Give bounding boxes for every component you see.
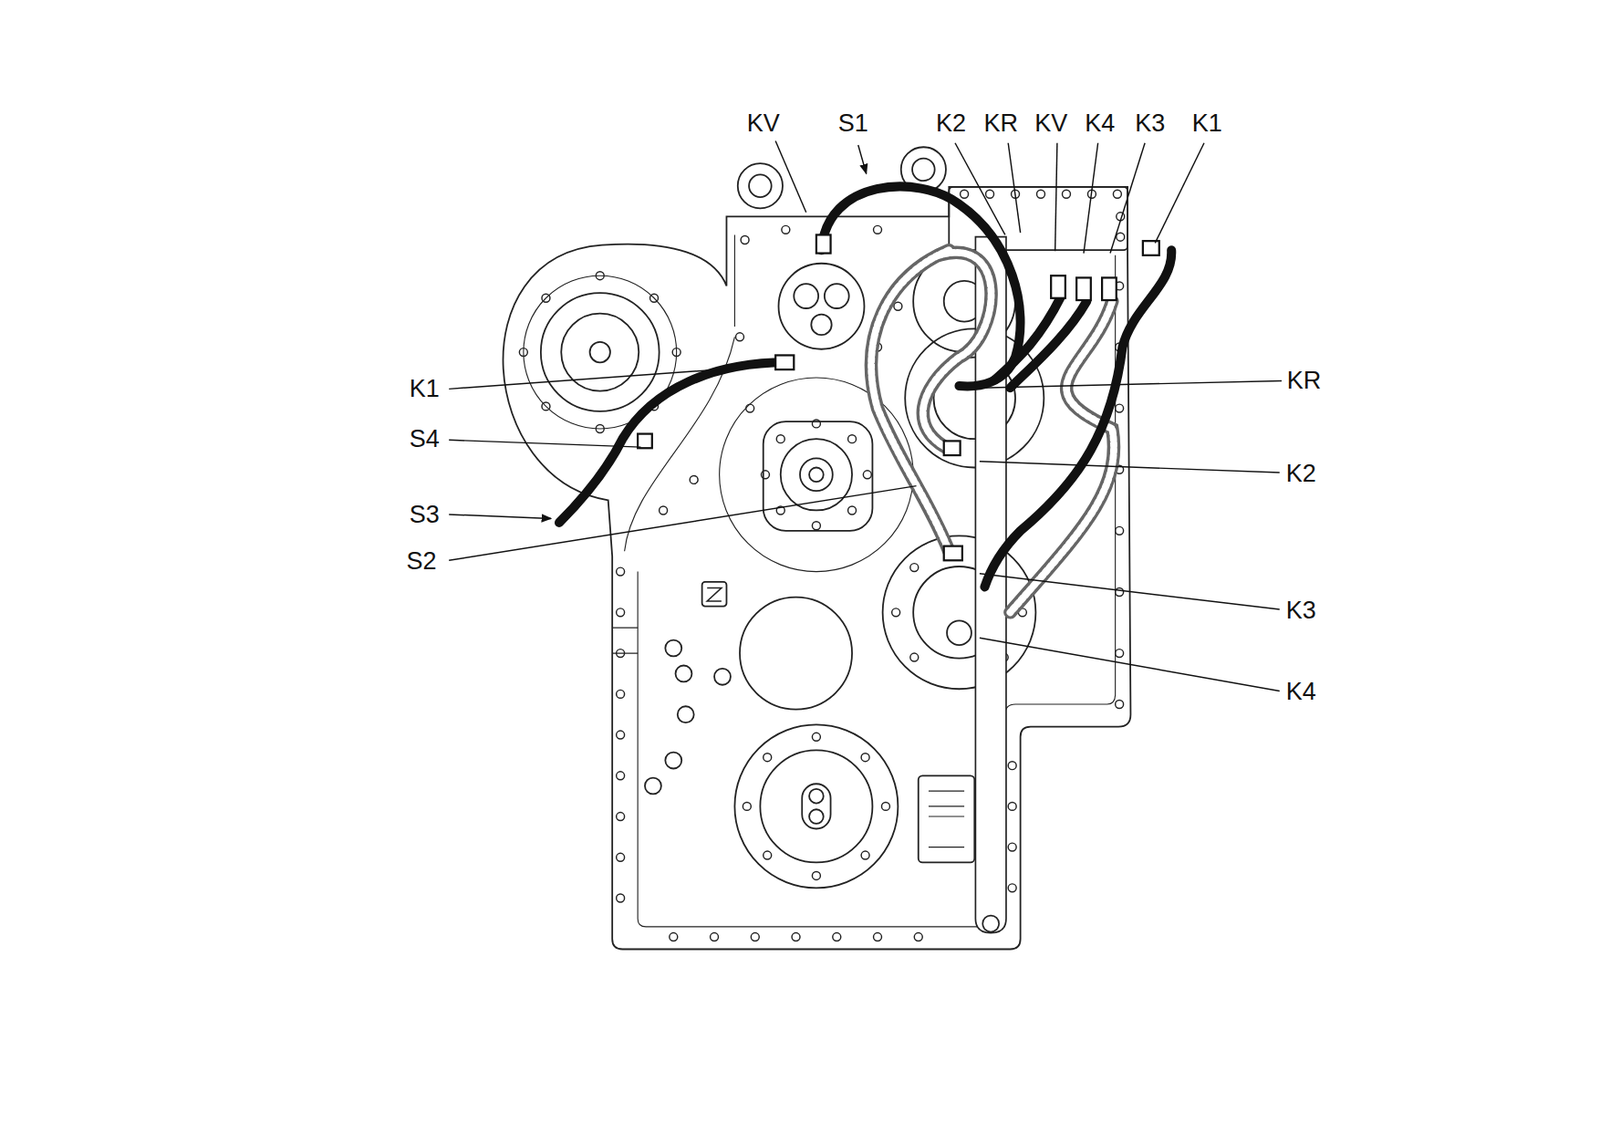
drawing-part <box>637 434 653 449</box>
drawing-part <box>955 143 1006 236</box>
drawing-part <box>759 749 873 863</box>
drawing-part <box>912 158 936 182</box>
drawing-part <box>775 354 794 370</box>
drawing-part <box>779 263 865 350</box>
drawing-part <box>871 249 1114 613</box>
callout-label: K1 <box>409 376 440 402</box>
drawing-part <box>624 234 736 551</box>
callout-label: K4 <box>1286 679 1317 705</box>
drawing-part <box>677 706 695 723</box>
drawing-part <box>984 249 1172 587</box>
callout-label: KV <box>1034 111 1068 136</box>
callout-label: KV <box>747 111 780 136</box>
drawing-part <box>448 486 916 562</box>
drawing-part <box>809 789 824 804</box>
drawing-part <box>918 775 976 863</box>
drawing-part <box>1007 143 1020 233</box>
drawing-part <box>1154 143 1205 244</box>
drawing-part <box>719 377 915 572</box>
drawing-part <box>816 234 832 253</box>
drawing-part <box>982 915 999 933</box>
drawing-part <box>871 249 1114 613</box>
drawing-part <box>810 314 832 335</box>
drawing-part <box>824 283 850 309</box>
drawing-part <box>946 620 972 645</box>
drawing-part <box>448 365 776 390</box>
drawing-part <box>1101 277 1117 301</box>
callout-label: KR <box>1287 368 1322 394</box>
drawing-part <box>702 581 728 607</box>
hoses <box>559 186 1172 613</box>
bolt-circles <box>519 189 1124 941</box>
drawing-part <box>871 249 949 551</box>
drawing-part <box>979 380 1282 388</box>
drawing-part <box>780 438 852 510</box>
drawing-part <box>748 174 772 198</box>
callout-label: K2 <box>1286 461 1317 487</box>
leader-lines <box>448 141 1282 692</box>
drawing-part <box>809 467 824 482</box>
drawing-part <box>979 573 1280 610</box>
drawing-part <box>1050 275 1066 299</box>
callout-label: K3 <box>1134 111 1165 136</box>
drawing-part <box>590 342 611 363</box>
callout-label: KR <box>984 111 1019 136</box>
drawing-part <box>944 440 961 456</box>
callout-label: K4 <box>1084 111 1115 136</box>
drawing-part <box>809 809 824 824</box>
drawing-part <box>1110 143 1145 254</box>
callout-label: S3 <box>409 501 440 527</box>
housing <box>502 146 1131 949</box>
drawing-part <box>871 249 949 551</box>
callout-label: S1 <box>838 111 869 136</box>
drawing-part <box>561 313 639 392</box>
drawing-part <box>800 457 833 491</box>
callout-label: S4 <box>409 426 440 452</box>
drawing-part <box>739 597 852 710</box>
drawing-part <box>644 778 662 795</box>
drawing-part <box>612 627 638 654</box>
drawing-part <box>559 186 1172 587</box>
drawing-part <box>637 234 1160 561</box>
drawing-part <box>540 292 660 412</box>
drawing-part <box>979 461 1280 473</box>
drawing-part <box>858 145 867 174</box>
drawing-part <box>734 724 898 888</box>
callout-label: K2 <box>935 111 967 136</box>
drawing-part <box>675 665 693 683</box>
drawing-part <box>1142 240 1160 256</box>
callout-label: K3 <box>1286 597 1317 623</box>
drawing-part <box>793 283 819 309</box>
drawing-part <box>1083 143 1099 254</box>
drawing-part <box>979 637 1280 691</box>
drawing-part <box>923 252 992 449</box>
drawing-part <box>1055 143 1058 252</box>
drawing-part <box>664 640 682 657</box>
drawing-part <box>559 362 786 523</box>
drawing-part <box>664 752 682 769</box>
callout-label: K1 <box>1192 111 1223 136</box>
drawing-part <box>928 790 965 848</box>
callout-label: S2 <box>405 549 437 574</box>
drawing-part <box>820 186 1020 386</box>
drawing-part <box>775 141 807 213</box>
drawing-part <box>801 783 831 829</box>
drawing-part <box>448 439 641 447</box>
drawing-part <box>1076 277 1091 301</box>
drawing-part <box>706 587 722 602</box>
drawing-part <box>944 546 963 562</box>
drawing-part <box>714 668 731 686</box>
drawing-part <box>502 187 1131 950</box>
drawing-part <box>737 163 783 208</box>
drawing-part <box>1009 301 1087 388</box>
drawing-part <box>923 252 992 449</box>
drawing-part <box>448 514 551 519</box>
